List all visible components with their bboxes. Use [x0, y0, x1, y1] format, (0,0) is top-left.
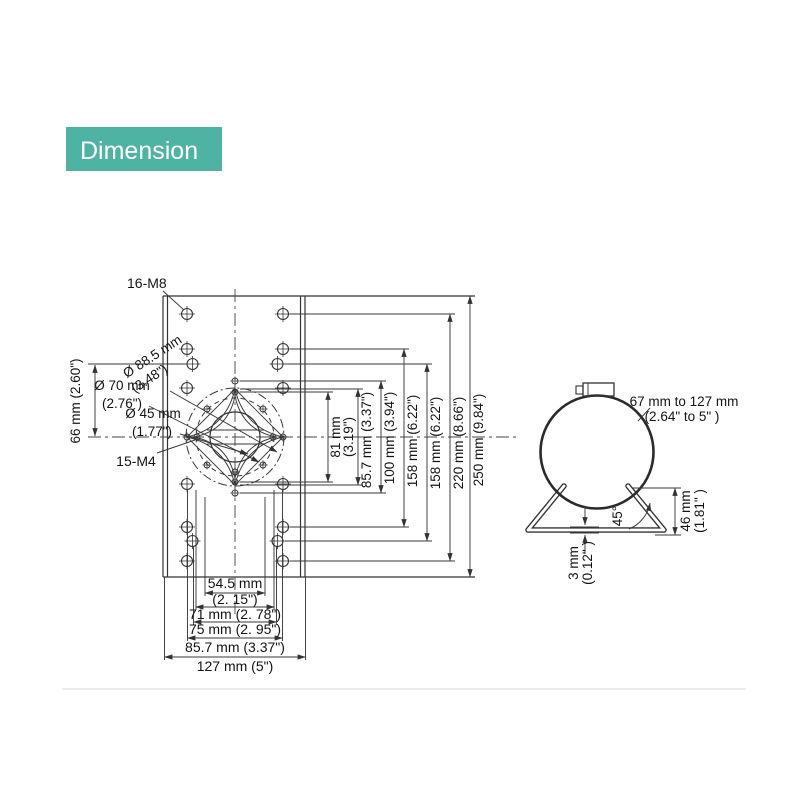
worm-screw-housing [575, 382, 615, 397]
plate-front-view: 16-M8 Ø 88.5 mm (3.48") Ø 70 mm (2.76") … [68, 275, 520, 674]
dia-70-label-line1: Ø 70 mm [94, 378, 150, 393]
dim-857mm-h-label: 85.7 mm (3.37") [185, 639, 285, 655]
dim-250mm-label: 250 mm (9.84") [471, 394, 486, 487]
dim-3mm-label-line1: 3 mm [566, 546, 581, 580]
dim-158mm-a-label: 158 mm (6.22") [405, 395, 420, 488]
dim-46mm-label-line2: (1.81" ) [692, 489, 707, 533]
clamp-range-label-line1: 67 mm to 127 mm [630, 394, 739, 409]
dim-46mm-label-line1: 46 mm [678, 490, 693, 531]
dim-71mm-label: 71 mm (2. 78") [189, 606, 281, 622]
dim-46mm: 46 mm (1.81" ) [632, 487, 707, 536]
bracket-angle-callout: 45° [610, 502, 652, 530]
clamp-range-callout: 67 mm to 127 mm (2.64" to 5" ) [630, 394, 739, 424]
badge-background [66, 127, 222, 171]
dim-3mm-label-line2: (0.12" ) [580, 541, 595, 585]
dim-75mm-label: 75 mm (2. 95") [189, 621, 281, 637]
dimension-badge: Dimension [66, 127, 222, 171]
dim-81mm-label-line2: (3.19") [341, 417, 356, 457]
plate-outline [162, 295, 475, 578]
bottom-dimensions: 54.5 mm (2. 15") 71 mm (2. 78") 75 mm (2… [164, 490, 306, 674]
m4-holes-label: 15-M4 [116, 453, 156, 469]
dim-3mm: 3 mm (0.12" ) [566, 506, 599, 585]
clamp-range-label-line2: (2.64" to 5" ) [645, 409, 720, 424]
dia-70-label-line2: (2.76") [102, 396, 142, 411]
dim-100mm-label: 100 mm (3.94") [382, 392, 397, 485]
dim-545mm-label-line1: 54.5 mm [208, 575, 262, 591]
m8-holes-label: 16-M8 [127, 275, 167, 291]
dim-857mm-v-label: 85.7 mm (3.37") [359, 392, 374, 488]
dia-45-label-line2: (1.77") [132, 424, 172, 439]
dim-66mm-label: 66 mm (2.60") [68, 358, 83, 443]
dim-158mm-b-label: 158 mm (6.22") [428, 397, 443, 490]
dia-45-label-line1: Ø 45 mm [125, 406, 181, 421]
right-dimensions: 81 mm (3.19") 85.7 mm (3.37") 100 mm (3.… [240, 295, 486, 578]
dim-127mm-label: 127 mm (5") [197, 658, 274, 674]
clamp-band-circle [539, 394, 655, 510]
dim-81mm-label-line1: 81 mm [328, 416, 343, 457]
pole-clamp-side-view: 67 mm to 127 mm (2.64" to 5" ) 45° 46 mm… [525, 382, 739, 585]
badge-label: Dimension [80, 137, 198, 165]
bracket-angle-label: 45° [610, 506, 625, 526]
dim-220mm-label: 220 mm (8.66") [451, 397, 466, 490]
dim-66mm: 66 mm (2.60") [68, 358, 186, 444]
dim-545mm-label-line2: (2. 15") [212, 591, 257, 607]
